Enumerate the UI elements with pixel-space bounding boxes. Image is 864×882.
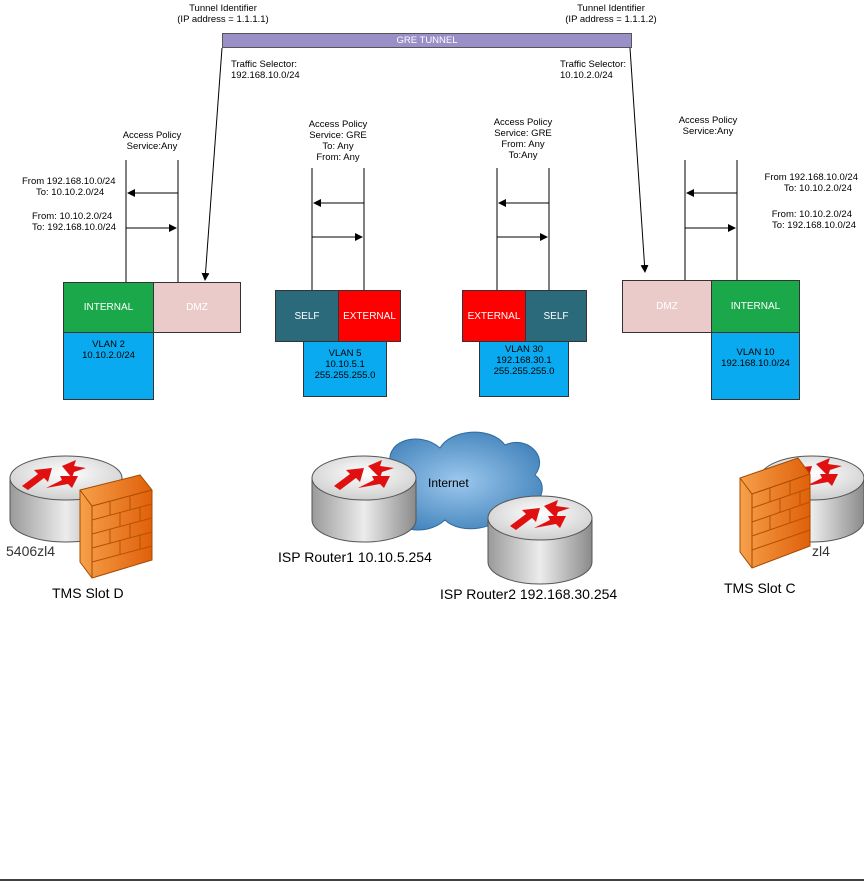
- external-zone-1: EXTERNAL: [338, 290, 401, 342]
- vlan-10-box: VLAN 10 192.168.10.0/24: [711, 332, 800, 400]
- gre-tunnel-bar: GRE TUNNEL: [222, 33, 632, 48]
- left-tunnel-id-title: Tunnel Identifier: [189, 3, 257, 14]
- left-flow-a-to: To: 10.10.2.0/24: [36, 187, 105, 198]
- left-selector-value: 192.168.10.0/24: [231, 70, 300, 81]
- vlan-5-box: VLAN 5 10.10.5.1 255.255.255.0: [303, 341, 387, 397]
- left-tunnel-identifier: Tunnel Identifier (IP address = 1.1.1.1): [168, 3, 278, 25]
- policy-1-title: Access Policy: [122, 130, 182, 141]
- vlan-10-name: VLAN 10: [736, 347, 775, 358]
- left-tms-label: TMS Slot D: [52, 585, 124, 601]
- isp-router-1-label: ISP Router1 10.10.5.254: [278, 549, 432, 565]
- vlan-2-name: VLAN 2: [92, 339, 125, 350]
- policy-1-service: Service:Any: [126, 141, 178, 152]
- right-tunnel-identifier: Tunnel Identifier (IP address = 1.1.1.2): [556, 3, 666, 25]
- right-internal-zone: INTERNAL: [711, 280, 800, 333]
- right-flow-b-to: To: 192.168.10.0/24: [772, 220, 856, 231]
- policy-3-to: To:Any: [508, 150, 538, 161]
- right-flow-a: From 192.168.10.0/24 To: 10.10.2.0/24: [748, 172, 858, 194]
- policy-4-service: Service:Any: [682, 126, 734, 137]
- right-tunnel-id-title: Tunnel Identifier: [577, 3, 645, 14]
- self-zone-2: SELF: [525, 290, 587, 342]
- self-zone-2-label: SELF: [543, 310, 569, 322]
- self-zone-1-label: SELF: [294, 310, 320, 322]
- right-tms-label: TMS Slot C: [724, 580, 796, 596]
- left-internal-zone: INTERNAL: [63, 282, 154, 333]
- vlan-5-name: VLAN 5: [328, 348, 362, 359]
- left-flow-a: From 192.168.10.0/24 To: 10.10.2.0/24: [22, 176, 115, 198]
- right-firewall-icon: [739, 457, 811, 569]
- left-switch-label: 5406zl4: [6, 543, 56, 559]
- left-flow-b-to: To: 192.168.10.0/24: [32, 222, 116, 233]
- left-firewall-icon: [79, 474, 153, 579]
- vlan-30-mask: 255.255.255.0: [493, 366, 555, 377]
- isp-router-1-icon: [311, 455, 417, 543]
- left-traffic-selector: Traffic Selector: 192.168.10.0/24: [231, 59, 300, 81]
- vlan-2-box: VLAN 2 10.10.2.0/24: [63, 332, 154, 400]
- right-dmz-label: DMZ: [656, 301, 678, 312]
- policy-4-title: Access Policy: [678, 115, 738, 126]
- isp-router-2-label: ISP Router2 192.168.30.254: [440, 586, 618, 602]
- left-tunnel-id-ip: (IP address = 1.1.1.1): [177, 14, 269, 25]
- left-dmz-label: DMZ: [186, 302, 208, 313]
- right-flow-b: From: 10.10.2.0/24 To: 192.168.10.0/24: [748, 209, 856, 231]
- access-policy-2: Access Policy Service: GRE To: Any From:…: [296, 119, 380, 163]
- vlan-5-mask: 255.255.255.0: [314, 370, 376, 381]
- right-selector-title: Traffic Selector:: [560, 59, 626, 70]
- policy-2-service: Service: GRE: [309, 130, 367, 141]
- vlan-30-name: VLAN 30: [504, 344, 544, 355]
- left-internal-label: INTERNAL: [83, 302, 134, 313]
- access-policy-3: Access Policy Service: GRE From: Any To:…: [481, 117, 565, 161]
- right-internal-label: INTERNAL: [730, 301, 781, 312]
- gre-tunnel-label: GRE TUNNEL: [396, 35, 458, 46]
- external-zone-2-label: EXTERNAL: [467, 310, 521, 322]
- right-switch-label: zl4: [812, 543, 830, 559]
- access-policy-4: Access Policy Service:Any: [666, 115, 750, 137]
- vlan-30-ip: 192.168.30.1: [496, 355, 552, 366]
- policy-3-title: Access Policy: [493, 117, 553, 128]
- left-dmz-zone: DMZ: [153, 282, 241, 333]
- left-flow-b-from: From: 10.10.2.0/24: [32, 211, 113, 222]
- right-flow-a-to: To: 10.10.2.0/24: [783, 183, 852, 194]
- right-tunnel-id-ip: (IP address = 1.1.1.2): [565, 14, 657, 25]
- policy-3-service: Service: GRE: [494, 128, 552, 139]
- right-dmz-zone: DMZ: [622, 280, 712, 333]
- access-policy-1: Access Policy Service:Any: [110, 130, 194, 152]
- policy-2-from: From: Any: [316, 152, 360, 163]
- vlan-5-ip: 10.10.5.1: [325, 359, 365, 370]
- right-traffic-selector: Traffic Selector: 10.10.2.0/24: [560, 59, 626, 81]
- isp-router-2-icon: [487, 495, 593, 585]
- right-selector-value: 10.10.2.0/24: [560, 70, 613, 81]
- policy-2-to: To: Any: [322, 141, 354, 152]
- left-selector-title: Traffic Selector:: [231, 59, 297, 70]
- left-flow-b: From: 10.10.2.0/24 To: 192.168.10.0/24: [22, 211, 116, 233]
- right-flow-b-from: From: 10.10.2.0/24: [771, 209, 852, 220]
- vlan-2-subnet: 10.10.2.0/24: [82, 350, 135, 361]
- policy-3-from: From: Any: [501, 139, 545, 150]
- vlan-30-box: VLAN 30 192.168.30.1 255.255.255.0: [479, 341, 569, 397]
- external-zone-1-label: EXTERNAL: [343, 310, 396, 322]
- right-flow-a-from: From 192.168.10.0/24: [764, 172, 858, 183]
- left-flow-a-from: From 192.168.10.0/24: [22, 176, 116, 187]
- vlan-10-subnet: 192.168.10.0/24: [721, 358, 790, 369]
- internet-label: Internet: [428, 476, 469, 490]
- policy-2-title: Access Policy: [308, 119, 368, 130]
